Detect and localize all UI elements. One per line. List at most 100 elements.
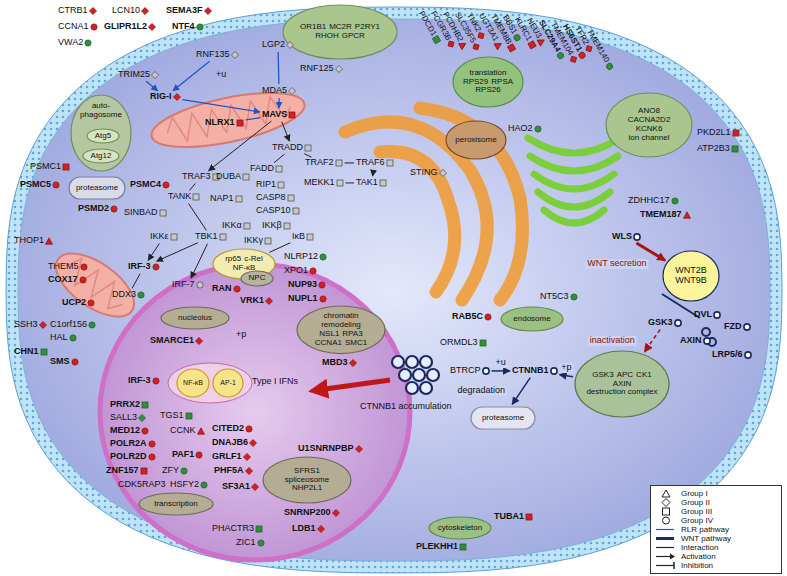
label-text: TGS1	[160, 411, 184, 421]
group-marker	[245, 467, 253, 475]
gene-label: ZNF157	[106, 466, 148, 476]
ellipse-shape	[263, 457, 351, 503]
gene-label: TGS1	[160, 411, 193, 421]
marker-shape	[439, 169, 446, 176]
label-text: +u	[216, 70, 226, 80]
gene-label: SINBAD	[124, 208, 167, 218]
legend-text: Group IV	[681, 516, 713, 525]
group-marker	[275, 165, 283, 173]
label-text: NUPL1	[288, 294, 318, 304]
group-marker	[87, 299, 95, 307]
marker-shape	[527, 41, 535, 49]
ellipse-shape	[213, 369, 243, 397]
group-marker	[141, 7, 149, 15]
label-text: POLR2D	[110, 452, 147, 462]
group-marker	[309, 267, 317, 275]
text-block: transcription	[154, 500, 198, 509]
gene-label: RAB5C	[452, 312, 492, 322]
label-text: CASP10	[256, 206, 291, 216]
complex-ellipse: nucleolus	[160, 306, 230, 330]
marker-shape	[142, 402, 148, 408]
label-text: SALL3	[110, 413, 137, 423]
gene-label: POLR2D	[110, 452, 156, 462]
marker-shape	[196, 24, 202, 30]
gene-name: TRADD	[272, 143, 303, 153]
gene-label: AXIN	[680, 336, 711, 346]
gene-label: C1orf156	[50, 320, 96, 330]
gene-node: RIG-I	[150, 92, 181, 102]
complex-ellipse: Atg12	[82, 148, 120, 164]
ellipse-shape	[663, 251, 719, 301]
text-block: Atg5	[95, 132, 111, 141]
gene-node: NLRX1	[205, 118, 244, 128]
group-marker	[192, 193, 200, 201]
gene-label: HSFY2	[170, 480, 208, 490]
group-marker	[292, 207, 300, 215]
gene-node: FADD	[250, 164, 283, 174]
legend-sample	[655, 561, 677, 570]
node-label: SMC1	[345, 339, 367, 348]
ellipse-shape	[453, 57, 523, 107]
group-marker	[534, 125, 542, 133]
legend-text: Inhibition	[681, 561, 713, 570]
node-label: CACNA2D2	[628, 116, 671, 125]
text-block: rp65c-RelNF-κB	[220, 255, 269, 273]
text-block: WNT2BWNT9B	[669, 266, 713, 286]
label-text: SEMA3F	[166, 6, 203, 16]
node-label: KCNK6	[636, 125, 663, 134]
group-marker	[317, 525, 325, 533]
legend-row: Inhibition	[655, 561, 777, 570]
marker-shape	[293, 208, 299, 214]
legend-text: WNT pathway	[681, 534, 731, 543]
gene-label: COX17	[48, 275, 87, 285]
label-text: ZDHHC17	[628, 196, 670, 206]
marker-shape	[732, 146, 738, 152]
group-marker	[200, 481, 208, 489]
marker-shape	[480, 340, 486, 346]
group-marker	[195, 451, 203, 459]
text-block: cytoskeleton	[438, 524, 482, 533]
group-marker	[88, 321, 96, 329]
gene-name: TBK1	[195, 232, 218, 242]
node-label: NSL1	[319, 330, 339, 339]
gene-label: CDK5RAP3	[118, 480, 166, 490]
gene-label: PSMC1	[30, 162, 70, 172]
group-marker	[233, 285, 241, 293]
marker-shape	[534, 126, 540, 132]
node-label: SFRS1	[294, 467, 320, 476]
marker-shape	[289, 87, 296, 94]
group-shape	[663, 508, 670, 515]
cytoplasm	[18, 19, 770, 561]
node-label: transcription	[154, 500, 198, 509]
complex-ellipse: NF-κB	[176, 368, 210, 398]
golgi	[534, 174, 614, 189]
group-marker	[633, 233, 641, 241]
node-label: P2RY1	[355, 23, 380, 32]
group-marker	[335, 65, 343, 73]
complex-ellipse: WNT2BWNT9B	[662, 250, 720, 302]
gene-label: SSH3	[14, 320, 47, 330]
marker-shape	[250, 439, 257, 446]
gene-label: GRLF1	[212, 452, 251, 462]
marker-shape	[578, 51, 586, 59]
gene-name: TRAF3	[182, 172, 211, 182]
marker-shape	[550, 368, 556, 374]
marker-shape	[570, 294, 576, 300]
text-block: nucleolus	[178, 314, 212, 323]
group-marker	[264, 237, 272, 245]
group-marker	[743, 323, 751, 331]
connector	[278, 52, 280, 84]
label-text: STING	[410, 168, 438, 178]
arrow-head	[670, 554, 675, 560]
ellipse-shape	[429, 517, 491, 539]
gene-name: RIG-I	[150, 92, 172, 102]
marker-shape	[201, 482, 207, 488]
label-text: DUBA	[216, 172, 241, 182]
group-marker	[180, 467, 188, 475]
group-shape	[662, 499, 670, 507]
gene-name: RNF135	[196, 50, 230, 60]
group-marker	[89, 7, 97, 15]
group-marker	[386, 159, 394, 167]
gene-node: MDA5	[262, 86, 296, 96]
golgi	[528, 138, 620, 153]
